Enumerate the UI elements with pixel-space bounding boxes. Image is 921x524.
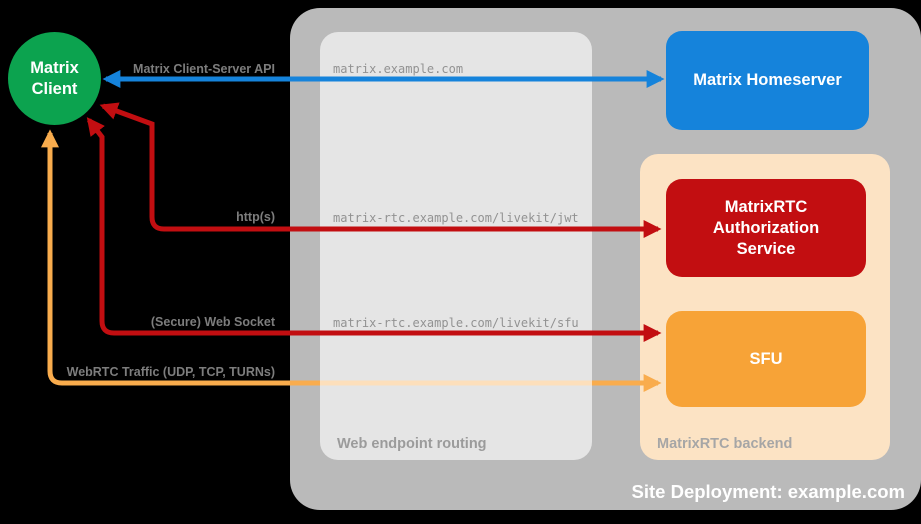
matrixrtc-authorization-service-label: MatrixRTC Authorization Service (712, 197, 820, 258)
matrixrtc-backend-label: MatrixRTC backend (657, 436, 793, 452)
matrix-homeserver-node: Matrix Homeserver (666, 31, 869, 130)
client-server-api-arrow-label: Matrix Client-Server API (133, 62, 275, 76)
matrix-homeserver-label: Matrix Homeserver (693, 71, 842, 89)
sfu-node: SFU (666, 311, 866, 407)
secure-web-socket-arrow-label: (Secure) Web Socket (150, 315, 275, 329)
endpoint-url-livekit-sfu: matrix-rtc.example.com/livekit/sfu (333, 316, 579, 330)
site-deployment-title: Site Deployment: example.com (631, 481, 905, 502)
endpoint-url-homeserver: matrix.example.com (333, 62, 464, 76)
matrix-client-label: Matrix Client (30, 58, 79, 98)
web-endpoint-routing-label: Web endpoint routing (337, 436, 487, 452)
matrixrtc-authorization-service-node: MatrixRTC Authorization Service (666, 179, 866, 277)
sfu-label: SFU (749, 349, 783, 368)
https-arrow-label: http(s) (236, 210, 275, 224)
web-endpoint-routing-container (320, 32, 592, 460)
endpoint-url-livekit-jwt: matrix-rtc.example.com/livekit/jwt (333, 211, 579, 225)
webrtc-traffic-arrow-label: WebRTC Traffic (UDP, TCP, TURNs) (66, 365, 275, 379)
matrix-client-node: Matrix Client (8, 32, 101, 125)
